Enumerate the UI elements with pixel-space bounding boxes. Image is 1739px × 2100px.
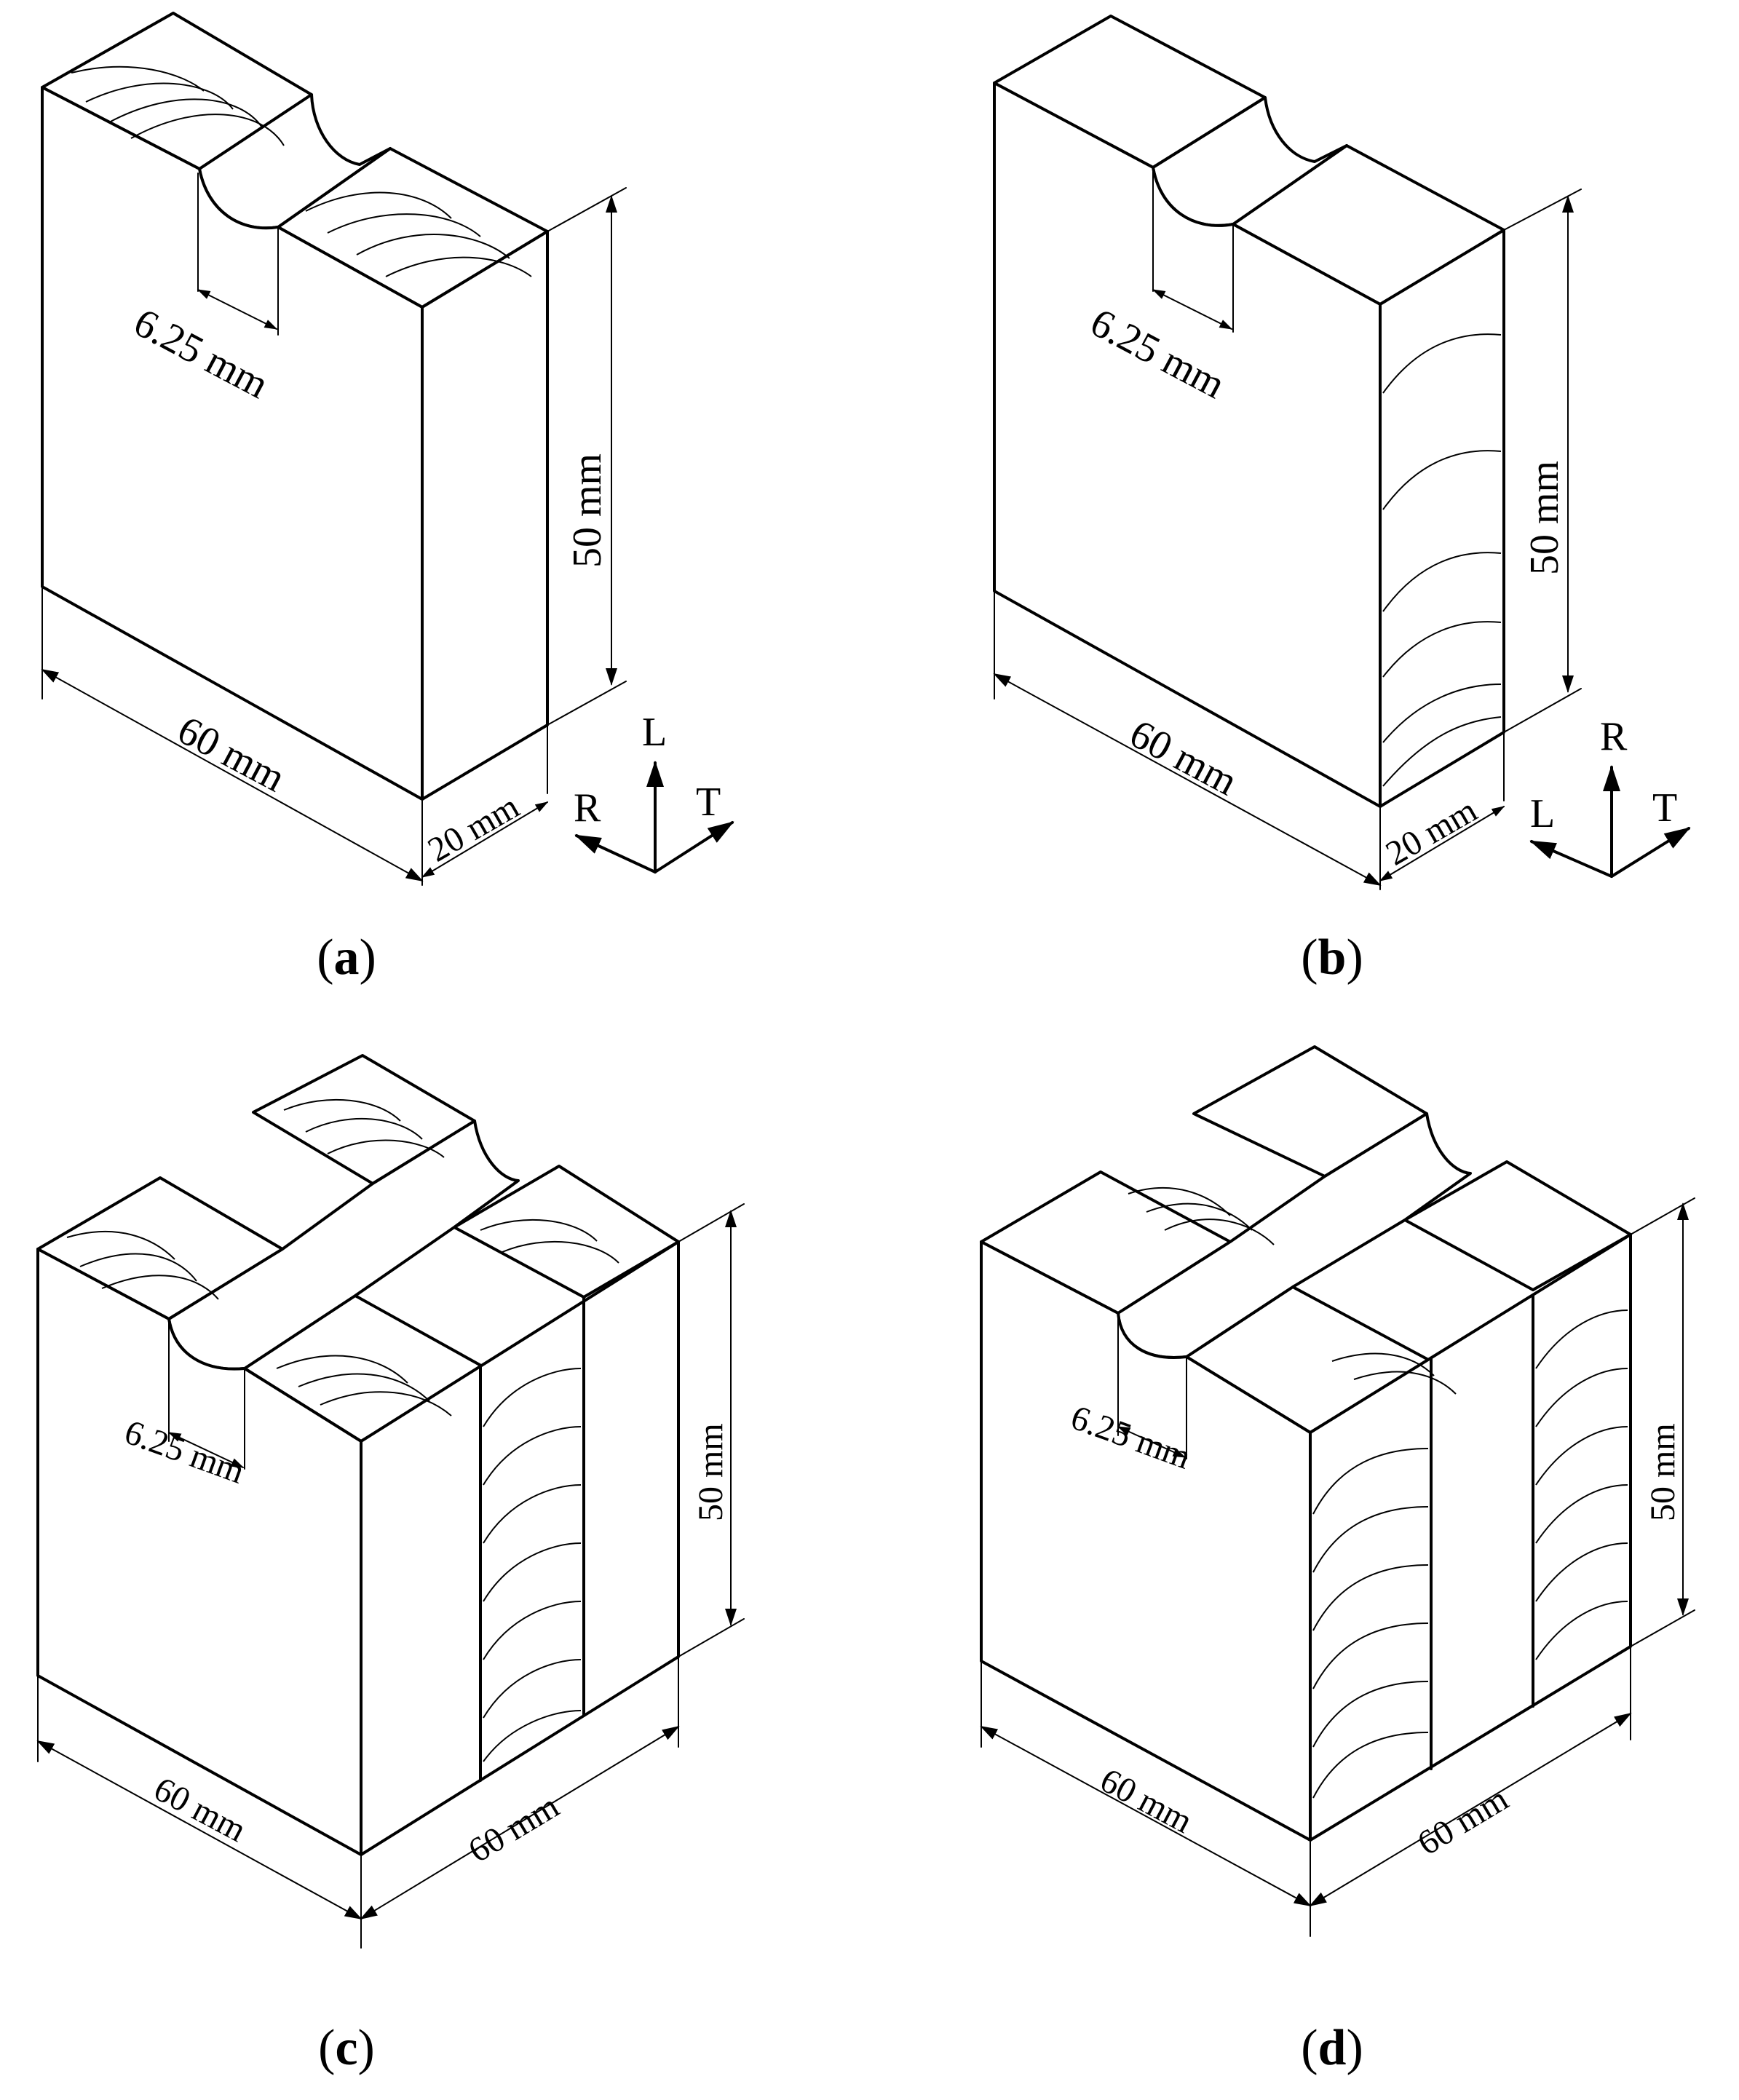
grain-lines-top <box>1128 1187 1457 1395</box>
panel-a: 6.25 mm 50 mm 60 mm 20 mm L R T (a) <box>41 12 734 986</box>
panel-d: 6.25 mm 50 mm 60 mm 60 mm (d) <box>980 1045 1695 2076</box>
width-dim-line <box>360 1725 680 1920</box>
length-dim-line <box>41 669 424 881</box>
length-dim-line <box>980 1726 1312 1906</box>
side-face <box>1379 229 1505 808</box>
width-dim-label: 60 mm <box>1411 1780 1515 1863</box>
width-dim-line <box>1309 1712 1632 1907</box>
panel-c: 6.25 mm 50 mm 60 mm 60 mm (c) <box>36 1054 745 2076</box>
height-dim-label: 50 mm <box>1644 1423 1682 1521</box>
axis-label-left: L <box>1530 791 1555 836</box>
grain-lines-top <box>71 66 532 277</box>
specimen-c <box>36 1054 680 1856</box>
grain-lines-top <box>66 1098 619 1416</box>
length-dim-label: 60 mm <box>1094 1761 1199 1841</box>
axis-label-right: T <box>696 780 721 825</box>
specimen-a <box>41 12 549 801</box>
length-dim-label: 60 mm <box>1122 711 1245 805</box>
width-dim-label: 20 mm <box>1379 791 1484 873</box>
front-face <box>36 1248 363 1856</box>
grain-lines-side <box>1382 333 1502 787</box>
panel-b: 6.25 mm 50 mm 60 mm 20 mm R L T (b) <box>993 15 1691 986</box>
caption-b: (b) <box>1301 930 1363 986</box>
width-dim-label: 20 mm <box>421 787 526 869</box>
width-dim-label: 60 mm <box>462 1787 566 1871</box>
caption-a: (a) <box>317 930 376 986</box>
width-dim-line <box>1379 806 1505 881</box>
height-dim-label: 50 mm <box>1522 461 1567 575</box>
caption-c: (c) <box>318 2020 375 2076</box>
caption-d: (d) <box>1301 2020 1363 2076</box>
side-face <box>421 230 549 801</box>
axis-label-up: R <box>1600 714 1628 759</box>
notch-dim-line <box>167 1432 245 1468</box>
front-face <box>993 82 1382 808</box>
axes-triad-b: R L T <box>1529 714 1691 878</box>
length-dim-line <box>36 1740 363 1919</box>
axes-triad-a: L R T <box>574 710 734 873</box>
grain-lines-side <box>1312 1309 1628 1799</box>
specimen-d <box>980 1045 1632 1842</box>
notch-dim-line <box>1152 289 1233 330</box>
height-dim-label: 50 mm <box>565 453 610 568</box>
axis-label-left: R <box>574 785 601 831</box>
width-dim-line <box>421 801 549 878</box>
notch-dim-line <box>1117 1426 1187 1458</box>
length-dim-label: 60 mm <box>170 708 293 801</box>
axis-label-right: T <box>1652 785 1677 831</box>
specimen-b <box>993 15 1505 808</box>
axis-label-up: L <box>642 710 667 755</box>
length-dim-line <box>993 673 1382 886</box>
front-face <box>980 1240 1312 1842</box>
front-face <box>41 86 424 801</box>
height-dim-label: 50 mm <box>692 1423 730 1521</box>
notch-dim-line <box>197 289 278 330</box>
